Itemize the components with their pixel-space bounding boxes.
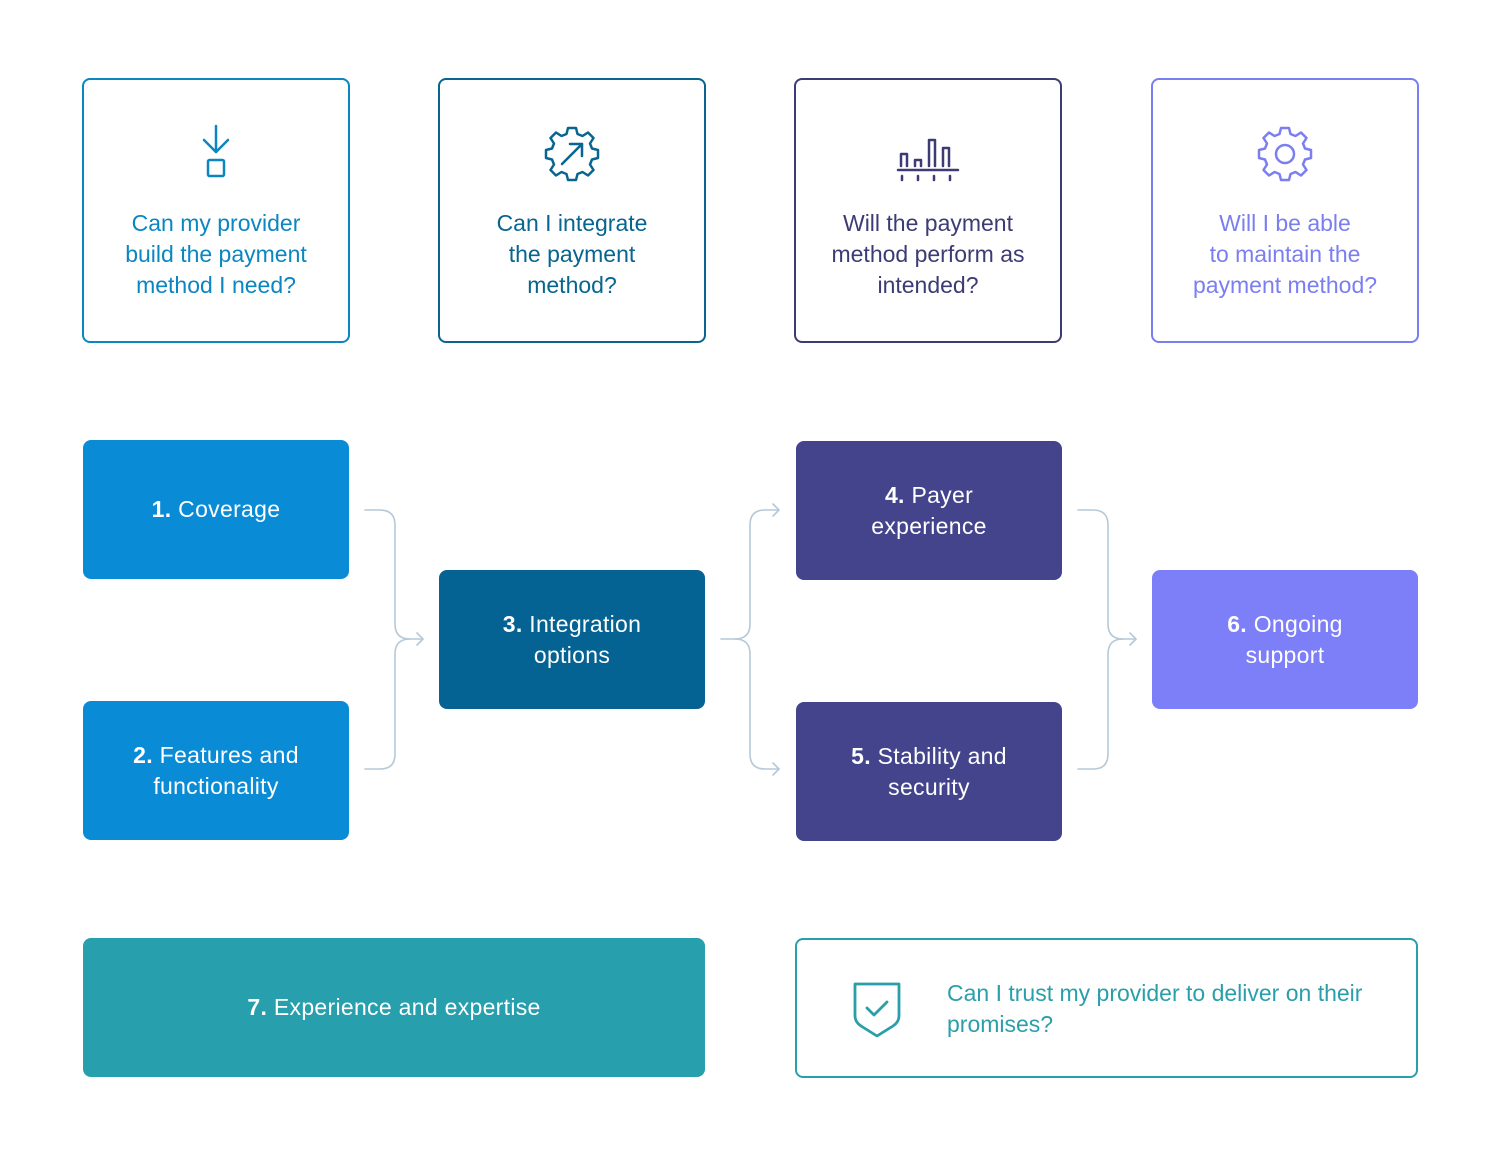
step-7-experience: 7. Experience and expertise bbox=[83, 938, 705, 1077]
step-number: 2. bbox=[133, 741, 153, 768]
question-text: Can I integrate the payment method? bbox=[496, 210, 648, 298]
connector-3-to-4 bbox=[720, 509, 780, 640]
step-label: Features and bbox=[159, 741, 299, 768]
arrowhead-5 bbox=[772, 762, 780, 776]
step-2-features: 2. Features and functionality bbox=[83, 701, 349, 840]
connector-1-to-3 bbox=[364, 509, 424, 640]
arrowhead-3 bbox=[416, 632, 424, 646]
step-number: 3. bbox=[502, 610, 523, 637]
step-label-line2: functionality bbox=[153, 772, 279, 799]
step-number: 7. bbox=[247, 994, 268, 1020]
question-text: Will the payment method perform as inten… bbox=[831, 210, 1025, 298]
question-card-2: Can I integrate the payment method? bbox=[438, 78, 706, 343]
step-5-stability: 5. Stability and security bbox=[796, 702, 1062, 841]
step-number: 1. bbox=[151, 496, 172, 522]
bar-chart-icon bbox=[796, 122, 1060, 186]
step-number: 5. bbox=[851, 742, 871, 769]
arrowhead-6 bbox=[1129, 632, 1137, 646]
question-card-3: Will the payment method perform as inten… bbox=[794, 78, 1062, 343]
step-3-integration: 3. Integration options bbox=[439, 570, 705, 709]
step-label: Payer bbox=[911, 481, 974, 508]
step-label-line2: support bbox=[1245, 641, 1325, 668]
question-text: Will I be able to maintain the payment m… bbox=[1192, 210, 1378, 298]
gear-icon bbox=[1153, 122, 1417, 186]
trust-question-text: Can I trust my provider to deliver on th… bbox=[947, 980, 1363, 1037]
arrowhead-4 bbox=[772, 503, 780, 517]
step-label: Coverage bbox=[178, 496, 281, 522]
step-label: Ongoing bbox=[1253, 610, 1343, 637]
question-card-4: Will I be able to maintain the payment m… bbox=[1151, 78, 1419, 343]
step-label-line2: options bbox=[533, 641, 611, 668]
shield-check-icon bbox=[853, 982, 901, 1038]
gear-arrow-icon bbox=[440, 122, 704, 186]
connector-5-to-6 bbox=[1077, 638, 1124, 770]
step-label-line2: security bbox=[888, 773, 970, 800]
trust-question-card: Can I trust my provider to deliver on th… bbox=[795, 938, 1418, 1078]
connector-2-to-3 bbox=[364, 638, 411, 770]
download-box-icon bbox=[84, 122, 348, 186]
step-number: 4. bbox=[884, 481, 905, 508]
connector-3-to-5 bbox=[734, 638, 780, 770]
step-label: Experience and expertise bbox=[273, 994, 541, 1020]
connector-4-to-6 bbox=[1077, 509, 1137, 640]
step-1-coverage: 1. Coverage bbox=[83, 440, 349, 579]
step-6-ongoing-support: 6. Ongoing support bbox=[1152, 570, 1418, 709]
step-label: Integration bbox=[529, 610, 642, 637]
step-label-line2: experience bbox=[871, 512, 987, 539]
step-label: Stability and bbox=[877, 742, 1007, 769]
question-text: Can my provider build the payment method… bbox=[125, 210, 307, 298]
question-card-1: Can my provider build the payment method… bbox=[82, 78, 350, 343]
step-4-payer-experience: 4. Payer experience bbox=[796, 441, 1062, 580]
step-number: 6. bbox=[1227, 610, 1248, 637]
